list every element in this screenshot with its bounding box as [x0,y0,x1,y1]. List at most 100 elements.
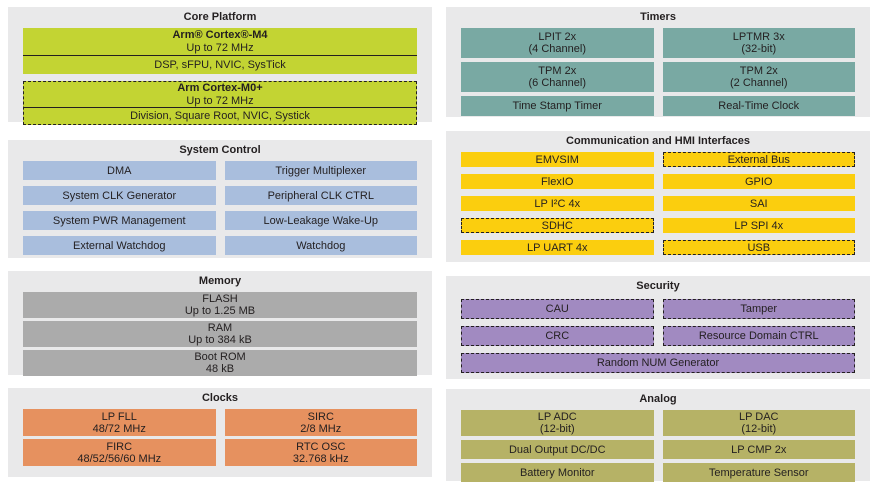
block-sublabel: (2 Channel) [730,77,788,89]
block-tpm-2ch: TPM 2x (2 Channel) [662,62,855,92]
block-resource-domain-ctrl: Resource Domain CTRL [662,326,855,346]
timers-grid: LPIT 2x (4 Channel) LPTMR 3x (32-bit) TP… [461,28,855,116]
block-gpio: GPIO [662,174,855,189]
panel-security: Security CAU Tamper CRC Resource Domain … [446,276,870,379]
block-sublabel: 32.768 kHz [292,452,349,465]
block-random-num-generator: Random NUM Generator [461,353,855,373]
block-battery-monitor: Battery Monitor [461,463,654,482]
cortex-m4-features: DSP, sFPU, NVIC, SysTick [154,59,286,71]
block-label: SIRC [307,410,334,423]
block-cortex-m4: Arm® Cortex®-M4 Up to 72 MHz DSP, sFPU, … [23,28,417,74]
block-usb: USB [662,240,855,255]
block-tpm-6ch: TPM 2x (6 Channel) [461,62,654,92]
block-sublabel: (12-bit) [741,423,777,435]
communication-grid: EMVSIM External Bus FlexIO GPIO LP I²C 4… [461,152,855,255]
block-low-leakage-wake-up: Low-Leakage Wake-Up [224,211,417,230]
block-external-watchdog: External Watchdog [23,236,216,255]
block-label: RAM [207,322,233,334]
block-sublabel: 48 kB [205,363,235,375]
panel-title-security: Security [636,280,680,292]
block-label: LP DAC [738,411,779,423]
block-lp-dac: LP DAC (12-bit) [662,410,855,436]
block-lptmr: LPTMR 3x (32-bit) [662,28,855,58]
block-temperature-sensor: Temperature Sensor [662,463,855,482]
analog-grid: LP ADC (12-bit) LP DAC (12-bit) Dual Out… [461,410,855,482]
block-label: RTC OSC [296,440,346,453]
divider-line [24,107,416,108]
panel-title-memory: Memory [198,275,242,287]
block-label: FIRC [106,440,133,453]
left-column: Core Platform Arm® Cortex®-M4 Up to 72 M… [8,7,432,481]
block-boot-rom: Boot ROM 48 kB [23,350,417,376]
cortex-m4-name: Arm® Cortex®-M4 [172,28,268,41]
panel-title-analog: Analog [639,393,677,405]
panel-title-system-control: System Control [179,144,261,156]
block-sublabel: (4 Channel) [528,43,586,55]
cortex-m0-features: Division, Square Root, NVIC, Systick [130,110,310,122]
cortex-m4-header: Arm® Cortex®-M4 Up to 72 MHz [23,28,417,55]
panel-title-core-platform: Core Platform [183,11,257,23]
block-flexio: FlexIO [461,174,654,189]
block-lp-uart: LP UART 4x [461,240,654,255]
panel-memory: Memory FLASH Up to 1.25 MB RAM Up to 384… [8,271,432,376]
block-flash: FLASH Up to 1.25 MB [23,292,417,318]
block-dual-output-dcdc: Dual Output DC/DC [461,440,654,459]
block-label: LP FLL [101,410,137,423]
block-label: LP ADC [537,411,577,423]
block-label: TPM 2x [538,65,577,77]
block-sublabel: (12-bit) [539,423,575,435]
divider-line [23,55,417,56]
block-lp-fll: LP FLL 48/72 MHz [23,409,216,436]
block-tamper: Tamper [662,299,855,319]
panel-timers: Timers LPIT 2x (4 Channel) LPTMR 3x (32-… [446,7,870,117]
block-trigger-multiplexer: Trigger Multiplexer [224,161,417,180]
panel-clocks: Clocks LP FLL 48/72 MHz SIRC 2/8 MHz FIR… [8,388,432,477]
block-label: Boot ROM [194,351,246,363]
block-label: TPM 2x [739,65,778,77]
system-control-grid: DMA Trigger Multiplexer System CLK Gener… [23,161,417,255]
block-sublabel: 2/8 MHz [300,422,342,435]
block-sirc: SIRC 2/8 MHz [224,409,417,436]
panel-core-platform: Core Platform Arm® Cortex®-M4 Up to 72 M… [8,7,432,125]
block-time-stamp-timer: Time Stamp Timer [461,96,654,116]
block-sublabel: 48/72 MHz [92,422,146,435]
memory-grid: FLASH Up to 1.25 MB RAM Up to 384 kB Boo… [23,292,417,376]
block-sublabel: Up to 1.25 MB [184,305,256,317]
panel-title-clocks: Clocks [201,392,239,404]
cortex-m4-frequency: Up to 72 MHz [186,41,254,54]
panel-analog: Analog LP ADC (12-bit) LP DAC (12-bit) D… [446,389,870,482]
block-system-clk-generator: System CLK Generator [23,186,216,205]
block-emvsim: EMVSIM [461,152,654,167]
block-lp-cmp: LP CMP 2x [662,440,855,459]
block-sublabel: 48/52/56/60 MHz [77,452,162,465]
panel-system-control: System Control DMA Trigger Multiplexer S… [8,140,432,258]
block-dma: DMA [23,161,216,180]
block-lpit: LPIT 2x (4 Channel) [461,28,654,58]
block-crc: CRC [461,326,654,346]
block-cortex-m0: Arm Cortex-M0+ Up to 72 MHz Division, Sq… [23,81,417,125]
panel-communication-hmi: Communication and HMI Interfaces EMVSIM … [446,131,870,262]
block-label: FLASH [202,293,238,305]
block-cau: CAU [461,299,654,319]
block-lp-i2c: LP I²C 4x [461,196,654,211]
block-external-bus: External Bus [662,152,855,167]
block-system-pwr-management: System PWR Management [23,211,216,230]
block-sai: SAI [662,196,855,211]
block-label: LPTMR 3x [732,31,785,43]
panel-title-timers: Timers [640,11,676,23]
block-sdhc: SDHC [461,218,654,233]
security-grid: CAU Tamper CRC Resource Domain CTRL Rand… [461,299,855,373]
block-ram: RAM Up to 384 kB [23,321,417,347]
cortex-m0-name: Arm Cortex-M0+ [177,81,263,94]
block-label: LPIT 2x [538,31,577,43]
cortex-m0-frequency: Up to 72 MHz [186,94,254,107]
clocks-grid: LP FLL 48/72 MHz SIRC 2/8 MHz FIRC 48/52… [23,409,417,466]
block-sublabel: (32-bit) [741,43,777,55]
block-peripheral-clk-ctrl: Peripheral CLK CTRL [224,186,417,205]
panel-title-communication-hmi: Communication and HMI Interfaces [566,135,750,147]
right-column: Timers LPIT 2x (4 Channel) LPTMR 3x (32-… [446,7,870,482]
block-real-time-clock: Real-Time Clock [662,96,855,116]
cortex-m0-header: Arm Cortex-M0+ Up to 72 MHz [24,82,416,107]
block-lp-spi: LP SPI 4x [662,218,855,233]
